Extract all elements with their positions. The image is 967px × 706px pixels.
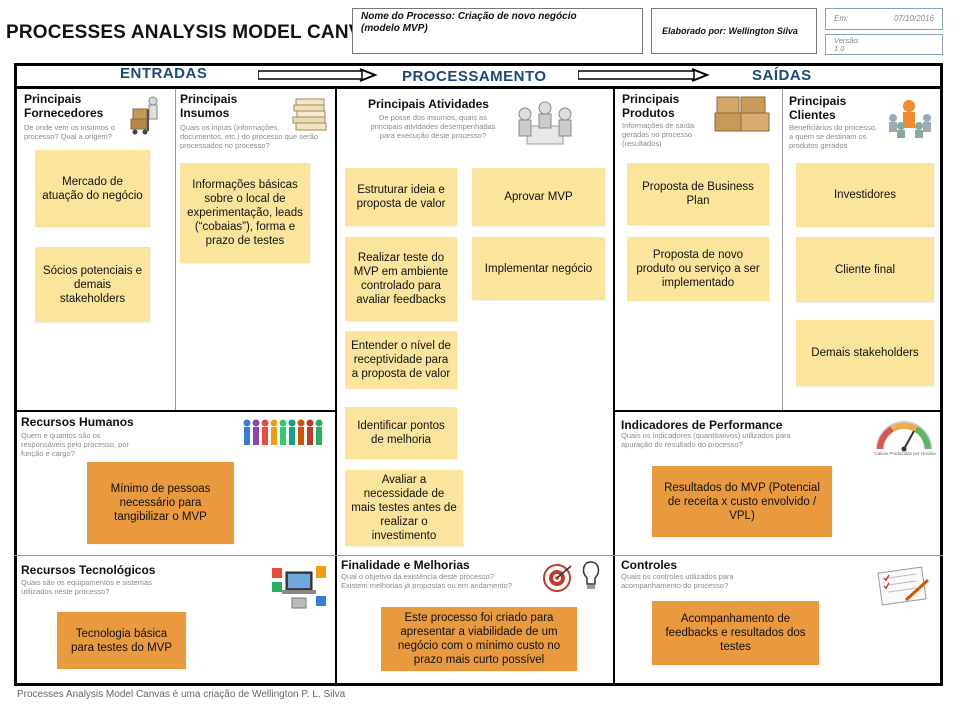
version-box[interactable]: Versão: 1.0 [825,34,943,55]
rh-subtitle: Quem e quantos são os responsáveis pelo … [21,431,129,458]
grid-line [14,410,337,412]
fornecedores-title: Principais Fornecedores [24,92,104,120]
grid-line [613,410,943,412]
tecnologicos-subtitle: Quais são os equipamentos e sistemas uti… [21,578,152,596]
arrow-right-icon [578,68,710,82]
grid-line [14,555,943,556]
insumos-title: Principais Insumos [180,92,238,120]
author-box[interactable]: Elaborado por: Wellington Silva [651,8,817,54]
gauge-caption: Caixas Produzidas por Horário [874,451,936,456]
note-atividades-4[interactable]: Identificar pontos de melhoria [345,407,457,459]
customers-icon [883,96,937,142]
packages-icon [713,93,771,137]
section-saidas: SAÍDAS [752,67,812,84]
controles-subtitle: Quais os controles utilizados para acomp… [621,572,734,590]
produtos-subtitle: Informações de saída geradas no processo… [622,121,695,148]
author-label: Elaborado por: Wellington Silva [662,26,798,36]
note-clientes-1[interactable]: Investidores [796,163,934,227]
section-divider [14,86,943,89]
rh-title: Recursos Humanos [21,415,134,429]
clientes-subtitle: Beneficiários do processo, a quem se des… [789,123,877,150]
atividades-title: Principais Atividades [368,97,489,111]
grid-line [782,89,783,412]
atividades-subtitle: De posse dos insumos, quais as principai… [370,113,496,140]
note-finalidade-1[interactable]: Este processo foi criado para apresentar… [381,607,577,671]
boxes-trolley-icon [127,95,169,135]
date-value: 07/10/2016 [893,14,934,23]
insumos-subtitle: Quais os inputs (informações, documentos… [180,123,318,150]
date-box[interactable]: Em: 07/10/2016 [825,8,943,30]
fornecedores-subtitle: De onde vem os insumos o processo? Qual … [24,123,115,141]
canvas-frame [14,63,943,686]
note-produtos-1[interactable]: Proposta de Business Plan [627,163,769,225]
meeting-people-icon [513,96,577,152]
note-tecnologicos-1[interactable]: Tecnologia básica para testes do MVP [57,612,186,669]
note-indicadores-1[interactable]: Resultados do MVP (Potencial de receita … [652,466,832,537]
target-lightbulb-icon [541,558,605,594]
note-atividades-3[interactable]: Entender o nível de receptividade para a… [345,331,457,389]
devices-icon [268,562,330,612]
note-atividades-2[interactable]: Realizar teste do MVP em ambiente contro… [345,237,457,321]
checklist-icon [876,566,932,606]
note-rh-1[interactable]: Mínimo de pessoas necessário para tangib… [87,462,234,544]
note-insumos-1[interactable]: Informações básicas sobre o local de exp… [180,163,310,263]
note-fornecedores-1[interactable]: Mercado de atuação do negócio [35,150,150,227]
note-atividades-7[interactable]: Implementar negócio [472,237,605,300]
indicadores-subtitle: Quais os indicadores (quantitativos) uti… [621,431,791,449]
papers-stack-icon [290,95,330,133]
note-produtos-2[interactable]: Proposta de novo produto ou serviço a se… [627,237,769,301]
grid-line [175,89,176,412]
version-value: 1.0 [834,44,845,53]
process-name-box[interactable]: Nome do Processo: Criação de novo negóci… [352,8,643,54]
version-label: Versão: [834,36,860,45]
arrow-right-icon [258,68,378,82]
clientes-title: Principais Clientes [789,94,847,122]
page-title: PROCESSES ANALYSIS MODEL CANVAS [6,22,387,43]
note-clientes-2[interactable]: Cliente final [796,237,934,302]
produtos-title: Principais Produtos [622,92,680,120]
note-atividades-6[interactable]: Aprovar MVP [472,168,605,226]
grid-line [335,89,337,686]
note-atividades-1[interactable]: Estruturar ideia e proposta de valor [345,168,457,226]
gauge-icon [874,419,934,453]
process-name-line1: Nome do Processo: Criação de novo negóci… [361,11,577,22]
section-processamento: PROCESSAMENTO [402,68,547,85]
note-fornecedores-2[interactable]: Sócios potenciais e demais stakeholders [35,247,150,322]
note-controles-1[interactable]: Acompanhamento de feedbacks e resultados… [652,601,819,665]
finalidade-subtitle: Qual o objetivo da existência deste proc… [341,572,512,590]
indicadores-title: Indicadores de Performance [621,418,783,432]
tecnologicos-title: Recursos Tecnológicos [21,563,156,577]
note-clientes-3[interactable]: Demais stakeholders [796,320,934,386]
date-label: Em: [834,14,849,23]
note-atividades-5[interactable]: Avaliar a necessidade de mais testes ant… [345,470,463,546]
finalidade-title: Finalidade e Melhorias [341,558,470,572]
process-name-line2: (modelo MVP) [361,23,428,34]
footer-credit: Processes Analysis Model Canvas é uma cr… [17,689,346,700]
people-group-icon [242,418,326,448]
grid-line [613,89,615,686]
section-entradas: ENTRADAS [120,65,208,82]
controles-title: Controles [621,558,678,572]
